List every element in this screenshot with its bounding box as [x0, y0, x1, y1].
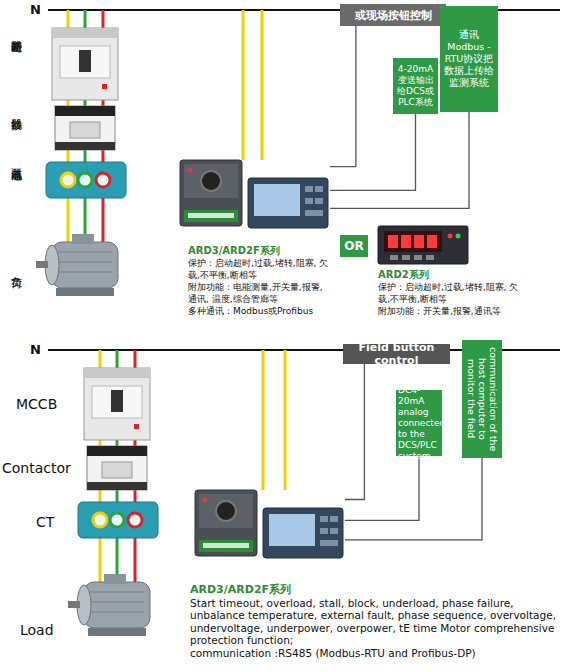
control-wire: [242, 10, 245, 160]
connector-line: [345, 456, 419, 520]
mccb-body: [52, 28, 118, 100]
mccb-top: [52, 28, 118, 38]
connector-line: [330, 26, 356, 167]
display-button: [315, 198, 323, 204]
feature-text: 附加功能：开关量,报警,通讯等: [378, 305, 520, 317]
box-text: OR: [344, 239, 363, 253]
connector-line: [330, 112, 469, 208]
feature-text: Start timeout, overload, stall, block, u…: [190, 597, 558, 647]
control-wire: [261, 10, 264, 160]
relay-device: [180, 160, 328, 228]
motor-circuit: [36, 10, 126, 296]
connector-line: [345, 364, 364, 500]
ard2-digit: [414, 235, 424, 248]
ard2-button: [402, 255, 410, 260]
ct-body: [46, 162, 126, 198]
text-box: 4-20mA 变送输出给DCS或PLC系统: [393, 58, 438, 114]
mccb-handle: [79, 50, 91, 72]
text-box: communication of the host computer to mo…: [462, 340, 502, 458]
contactor-terminals: [55, 142, 115, 150]
device-node: ARD3/ARD2F系列Start timeout, overload, sta…: [193, 488, 345, 560]
text-box: Field button control: [343, 344, 450, 364]
text-box: 或现场按钮控制: [340, 4, 446, 26]
box-text: 4-20mA 变送输出给DCS或PLC系统: [395, 64, 436, 108]
display-frame: [248, 178, 328, 228]
ard2-led: [456, 234, 461, 239]
device-node: ARD2系列保护：启动超时,过载,堵转,阻塞, 欠载,不平衡,断相等附加功能：开…: [376, 224, 470, 266]
ard2-led: [448, 234, 453, 239]
box-text: 或现场按钮控制: [355, 9, 432, 22]
feature-text: 保护：启动超时,过载,堵转,阻塞, 欠载,不平衡,断相等: [378, 281, 520, 305]
box-text: 通讯 Modbus -RTU协议把数据上传给监测系统: [443, 29, 495, 89]
ct-hole: [96, 173, 110, 187]
relay-terminal-screws: [188, 213, 234, 218]
display-button: [305, 198, 313, 204]
component-label: CT: [36, 514, 54, 530]
display-button: [305, 210, 323, 216]
ct-hole: [78, 173, 92, 187]
motor-terminal-box: [72, 234, 94, 244]
component-label: MCCB: [16, 396, 57, 412]
feature-text: 保护：启动超时,过载,堵转,阻塞, 欠载,不平衡,断相等: [188, 257, 330, 281]
series-heading: ARD2系列: [378, 268, 520, 281]
box-text: Field button control: [343, 341, 450, 367]
component-label: N: [30, 2, 41, 17]
ard2-digit: [388, 235, 398, 248]
relay-terminal-block: [184, 210, 238, 222]
connector-line: [330, 114, 416, 190]
ard2-digit: [427, 235, 437, 248]
feature-text: communication :RS485 (Modbus-RTU and Pro…: [190, 647, 558, 660]
series-heading: ARD3/ARD2F系列: [188, 244, 330, 257]
motor-body: [52, 242, 118, 288]
control-wire: [262, 350, 265, 490]
feature-text: 附加功能：电能测量,开关量,报警,通讯, 温度,综合管廊等: [188, 281, 330, 305]
ct-hole: [61, 173, 75, 187]
device-text: ARD3/ARD2F系列保护：启动超时,过载,堵转,阻塞, 欠载,不平衡,断相等…: [188, 244, 330, 317]
relay-led: [188, 168, 193, 173]
box-text: communication of the host computer to mo…: [466, 342, 499, 456]
relay-face: [184, 164, 238, 198]
motor-circuit: [68, 350, 158, 636]
feature-text: 多种通讯：Modbus或Profibus: [188, 305, 330, 317]
relay-body: [180, 160, 242, 226]
device-text: ARD2系列保护：启动超时,过载,堵转,阻塞, 欠载,不平衡,断相等附加功能：开…: [378, 268, 520, 317]
ard2-body: [378, 226, 468, 264]
contactor-terminals: [55, 106, 115, 116]
ard2-button: [390, 255, 398, 260]
box-text: DC4-20mA analog connected to the DCS/PLC…: [398, 385, 445, 462]
relay-knob: [201, 171, 221, 191]
ard2-digit: [401, 235, 411, 248]
device-text: ARD3/ARD2F系列Start timeout, overload, sta…: [190, 583, 558, 659]
text-box: DC4-20mA analog connected to the DCS/PLC…: [396, 390, 442, 456]
series-heading: ARD3/ARD2F系列: [190, 583, 558, 597]
motor-fin: [58, 262, 112, 263]
ard2-button: [426, 255, 434, 260]
component-label: N: [30, 342, 41, 357]
control-wire: [284, 350, 287, 490]
contactor-window: [70, 122, 100, 138]
motor-fin: [58, 272, 112, 273]
motor-shaft: [36, 261, 48, 268]
ard2-display: [384, 231, 442, 252]
connector-line: [345, 458, 482, 540]
mccb-indicator: [102, 84, 107, 89]
component-label: Load: [20, 622, 54, 638]
text-box: OR: [340, 235, 368, 257]
component-label: Contactor: [2, 460, 71, 476]
display-button: [305, 186, 313, 192]
display-button: [315, 186, 323, 192]
motor-fin: [58, 252, 112, 253]
contactor-body: [55, 106, 115, 150]
motor-base: [56, 288, 114, 296]
display-screen: [254, 184, 300, 216]
ard2-button: [414, 255, 422, 260]
text-box: 通讯 Modbus -RTU协议把数据上传给监测系统: [440, 6, 498, 112]
mccb-face: [60, 46, 110, 78]
device-node: ARD3/ARD2F系列保护：启动超时,过载,堵转,阻塞, 欠载,不平衡,断相等…: [178, 158, 330, 230]
relay-device: [195, 490, 343, 558]
